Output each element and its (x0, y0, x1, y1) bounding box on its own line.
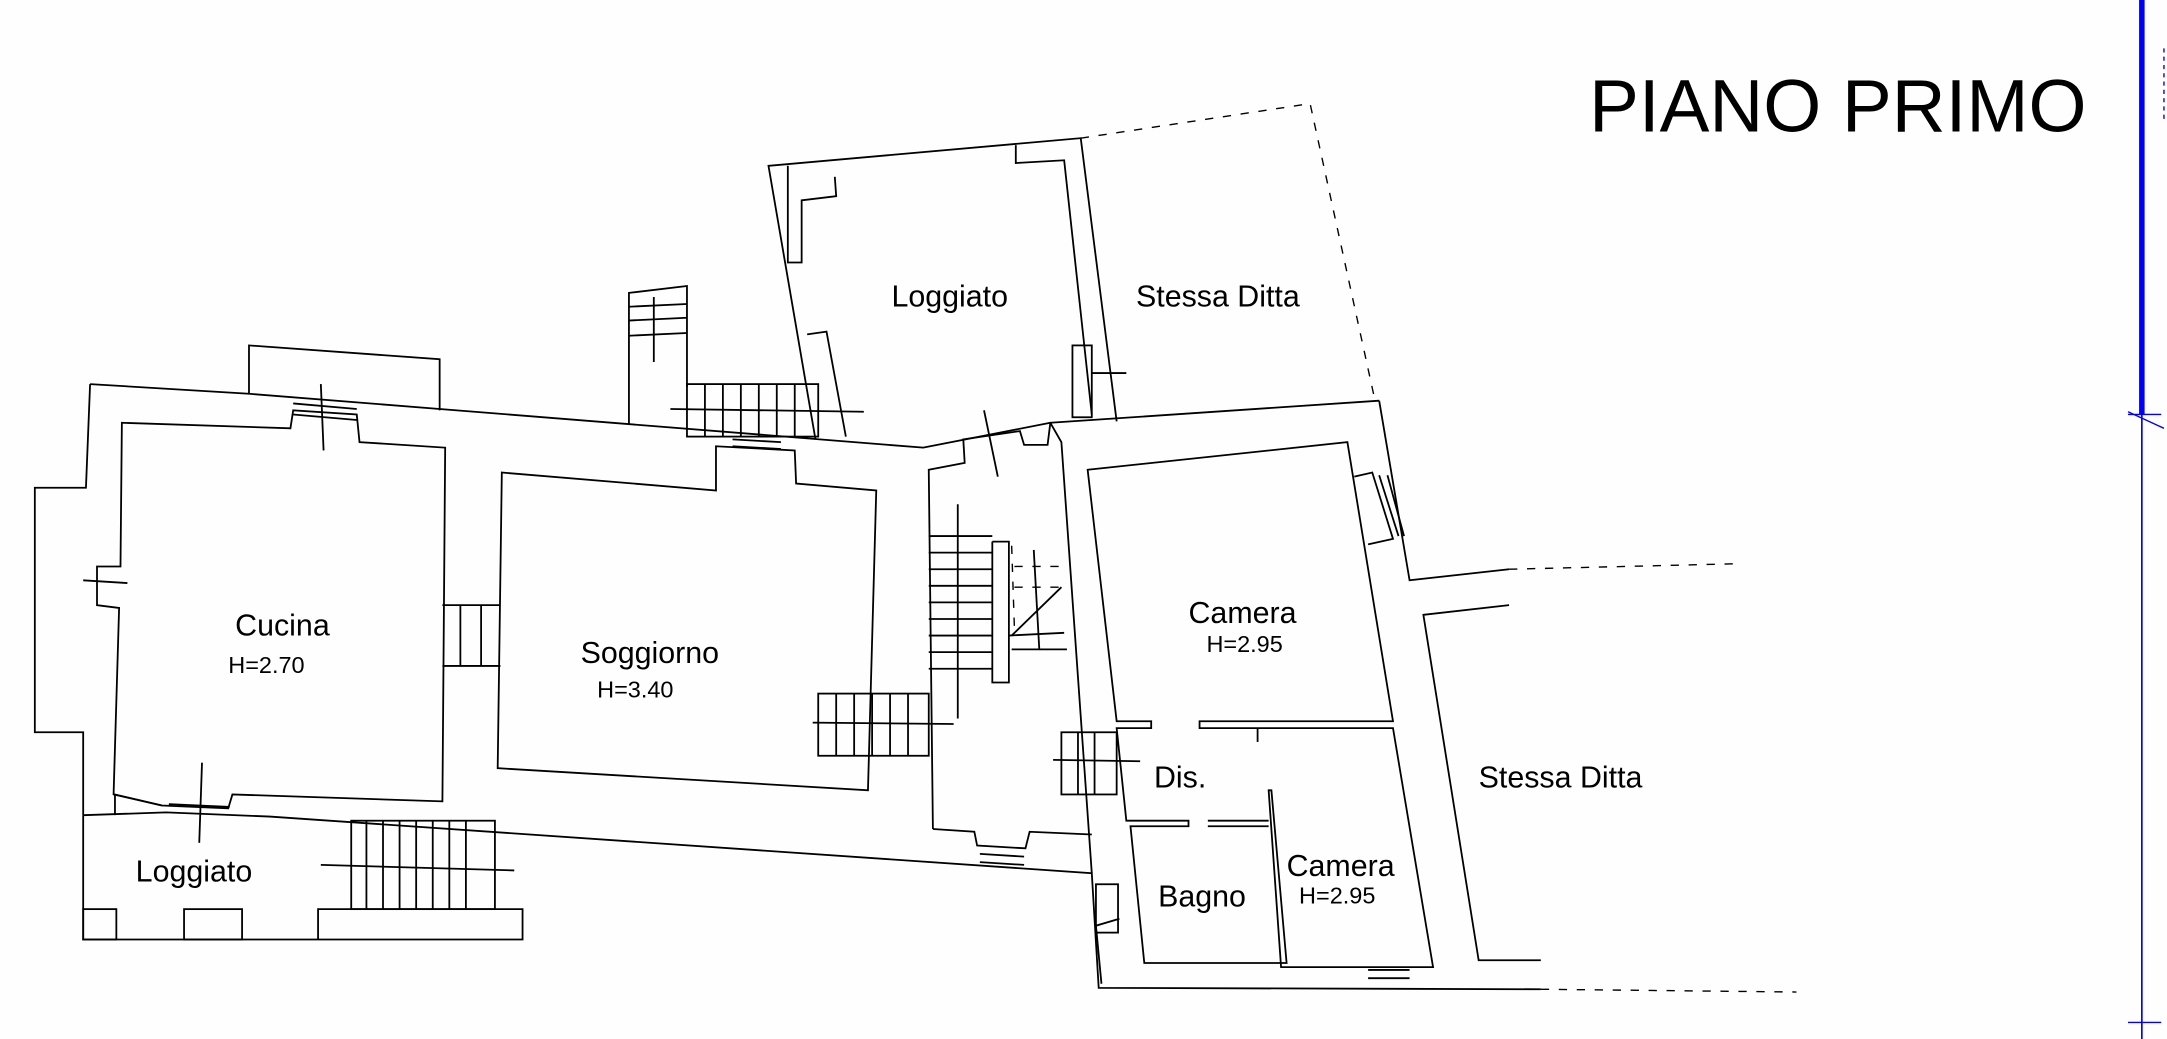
bagno-label: Bagno (1158, 879, 1246, 913)
plan-title: PIANO PRIMO (1589, 63, 2086, 147)
stessa-ditta-top-label: Stessa Ditta (1136, 280, 1300, 314)
camera-2-height: H=2.95 (1299, 883, 1375, 909)
stairs-bottom (320, 819, 515, 911)
loggiato-bottom-label: Loggiato (136, 854, 253, 888)
walls-stair-hall (927, 410, 1093, 874)
camera-1-outline (1086, 441, 1435, 969)
walls-right (1053, 400, 1797, 993)
cucina-label: Cucina (235, 609, 330, 643)
cucina-height: H=2.70 (228, 652, 304, 678)
camera-1-label: Camera (1189, 596, 1297, 630)
stairs-dis (1053, 731, 1141, 796)
camera-2-label: Camera (1287, 849, 1395, 883)
stairs-top (670, 383, 864, 438)
stairs-hall (928, 504, 1067, 719)
soggiorno-height: H=3.40 (597, 677, 673, 703)
camera-1-height: H=2.95 (1206, 631, 1282, 657)
dis-label: Dis. (1154, 761, 1206, 795)
stessa-ditta-right-label: Stessa Ditta (1479, 761, 1643, 795)
soggiorno-label: Soggiorno (581, 636, 719, 670)
door-cucina-soggiorno (442, 604, 501, 667)
cucina-outline (96, 409, 447, 810)
walls-left (33, 284, 1541, 991)
stairs-soggiorno (812, 692, 954, 757)
loggiato-top-label: Loggiato (891, 280, 1008, 314)
guide-line (2127, 0, 2165, 1039)
soggiorno-outline (496, 445, 878, 792)
walls-loggiato-top (767, 102, 1376, 440)
